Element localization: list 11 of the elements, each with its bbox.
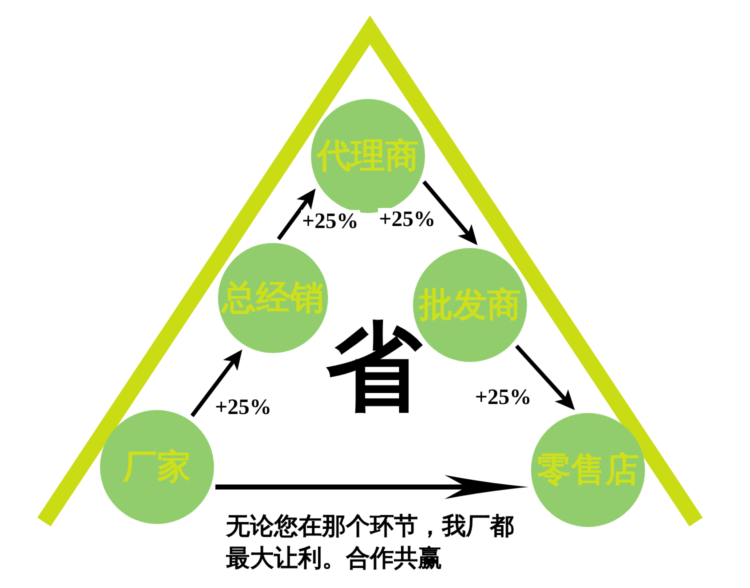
node-label: 批发商	[419, 288, 521, 322]
node-label: 零售店	[537, 453, 639, 487]
arrow	[276, 188, 316, 240]
arrow	[190, 349, 242, 418]
note-text: 无论您在那个环节，我厂都最大让利。合作共赢	[226, 511, 515, 574]
large-character: 省	[326, 319, 422, 415]
arrow	[422, 180, 478, 246]
node-label: 总经销	[222, 281, 324, 315]
node-label: 代理商	[317, 139, 419, 173]
node-label: 厂家	[123, 450, 191, 484]
arrow	[515, 344, 575, 410]
